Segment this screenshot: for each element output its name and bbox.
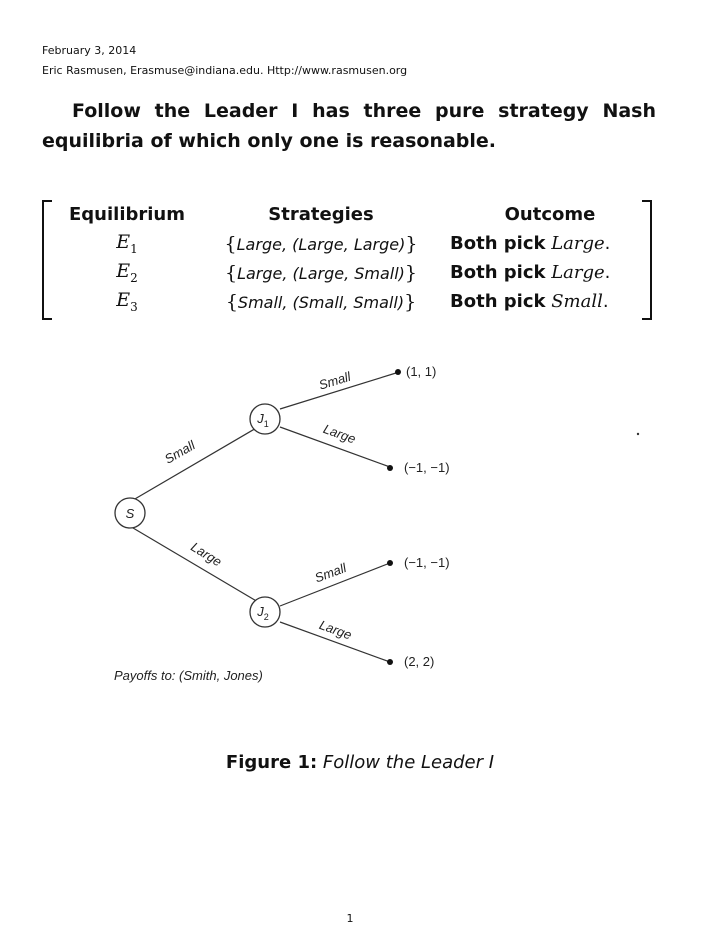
figure-caption-text: Follow the Leader I [322, 752, 495, 773]
node-j2 [249, 596, 281, 628]
outcome-cell: Both pick Large. [450, 233, 611, 254]
table-row: E3 {Small, (Small, Small)} Both pick Sma… [56, 287, 650, 316]
matrix-bracket-left [42, 200, 52, 320]
edge-s-j1 [127, 426, 259, 504]
figure-caption: Figure 1: Follow the Leader I [0, 752, 720, 773]
edge-j2-top [279, 562, 391, 607]
strategy-cell: {Small, (Small, Small)} [225, 290, 417, 313]
payoff-label: (−1, −1) [404, 460, 450, 475]
col-header-outcome: Outcome [504, 204, 596, 225]
equilibrium-cell: E2 [116, 260, 138, 285]
node-j1-label: J1 [256, 411, 269, 429]
payoffs-note: Payoffs to: (Smith, Jones) [114, 668, 263, 683]
outcome-cell: Both pick Small. [450, 291, 609, 312]
edge-label-j1-large: Large [321, 421, 357, 446]
edge-label-s-small: Small [162, 437, 199, 467]
node-j1 [249, 403, 281, 435]
page-number: 1 [346, 912, 354, 925]
col-header-equilibrium: Equilibrium [68, 204, 185, 225]
payoff-label: (1, 1) [406, 364, 436, 379]
header-author: Eric Rasmusen, Erasmuse@indiana.edu. Htt… [42, 64, 408, 77]
header-date: February 3, 2014 [42, 44, 137, 57]
equilibrium-cell: E3 [116, 289, 138, 314]
terminal-node [387, 465, 393, 471]
figure-caption-label: Figure 1: [225, 752, 318, 773]
outcome-cell: Both pick Large. [450, 262, 611, 283]
node-j2-label: J2 [256, 604, 269, 622]
matrix-bracket-right [642, 200, 652, 320]
node-s-label: S [126, 506, 135, 521]
game-tree-figure: S J1 J2 Small Large Small Large Small La… [114, 364, 640, 683]
statement-line-2: equilibria of which only one is reasonab… [42, 130, 497, 152]
payoff-label: (2, 2) [404, 654, 434, 669]
statement-line-1: Follow the Leader I has three pure strat… [72, 100, 656, 122]
edge-j2-bottom [279, 621, 391, 663]
terminal-node [387, 659, 393, 665]
terminal-node [395, 369, 401, 375]
edge-label-j1-small: Small [317, 368, 354, 392]
edge-s-j2 [127, 524, 259, 603]
terminal-node [387, 560, 393, 566]
table-row: E2 {Large, (Large, Small)} Both pick Lar… [56, 258, 650, 287]
edge-label-j2-large: Large [317, 617, 353, 642]
payoff-label: (−1, −1) [404, 555, 450, 570]
node-s [114, 497, 146, 529]
table-row: E1 {Large, (Large, Large)} Both pick Lar… [56, 229, 650, 258]
main-statement: Follow the Leader I has three pure strat… [42, 96, 656, 156]
table-header-row: Equilibrium Strategies Outcome [56, 200, 650, 229]
strategy-cell: {Large, (Large, Large)} [224, 232, 418, 255]
stray-dot [636, 432, 640, 436]
edge-j1-top [279, 372, 397, 410]
strategy-cell: {Large, (Large, Small)} [224, 261, 418, 284]
edge-j1-bottom [279, 426, 391, 468]
col-header-strategies: Strategies [268, 204, 374, 225]
equilibrium-cell: E1 [116, 231, 138, 256]
equilibria-table: Equilibrium Strategies Outcome E1 {Large… [56, 200, 650, 316]
edge-label-s-large: Large [188, 539, 224, 569]
